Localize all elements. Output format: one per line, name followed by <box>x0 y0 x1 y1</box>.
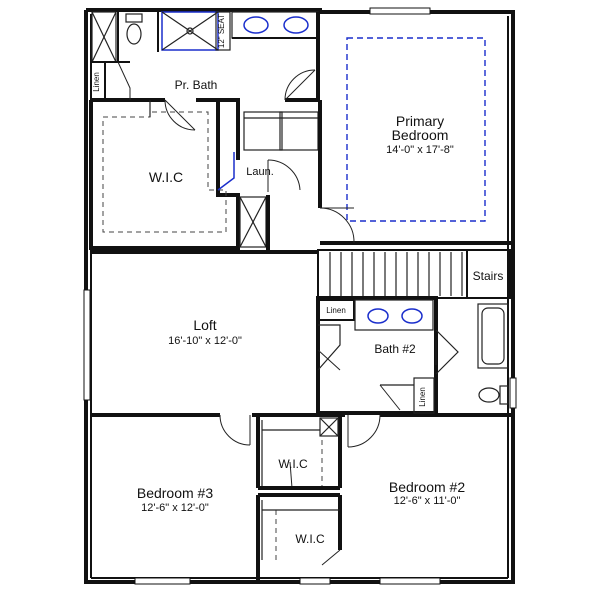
sink-icon <box>367 308 389 324</box>
toilet-icon <box>478 385 509 405</box>
primary-bedroom-label-line1: Primary <box>396 113 444 129</box>
linen-label: Linen <box>418 387 427 407</box>
loft-dims: 16'-10" x 12'-0" <box>168 335 242 347</box>
bath-2 <box>316 296 509 415</box>
linen-label: Linen <box>326 306 346 315</box>
sink-icon <box>401 308 423 324</box>
primary-bedroom-label-line2: Bedroom <box>392 127 449 143</box>
stairs <box>317 249 511 299</box>
shower-seat-label: 12" SEAT <box>217 14 226 48</box>
primary-closet <box>89 100 240 250</box>
bathtub-icon <box>477 303 509 369</box>
bedroom3-label: Bedroom #3 <box>137 485 213 501</box>
primary-bedroom <box>318 37 513 245</box>
shower-icon <box>161 11 219 51</box>
bedroom2-label: Bedroom #2 <box>389 479 465 495</box>
lower-bedrooms <box>256 415 342 580</box>
bedroom2-dims: 12'-6" x 11'-0" <box>394 495 461 507</box>
loft <box>91 250 513 448</box>
linen-label: Linen <box>92 72 101 92</box>
bedroom3-wic-label: W.I.C <box>278 457 308 471</box>
primary-bedroom-dims: 14'-0" x 17'-8" <box>386 144 454 156</box>
pr-bath-label: Pr. Bath <box>175 78 218 92</box>
laundry <box>236 100 319 250</box>
washer-icon <box>243 111 283 151</box>
sink-icon <box>243 16 269 34</box>
stairs-label: Stairs <box>473 269 504 283</box>
bedroom3-dims: 12'-6" x 12'-0" <box>141 502 209 514</box>
toilet-icon <box>125 13 143 45</box>
loft-label: Loft <box>193 317 216 333</box>
bedroom2-wic-label: W.I.C <box>295 532 325 546</box>
primary-bath: 12" SEAT <box>90 11 320 131</box>
sink-icon <box>283 16 309 34</box>
room-labels: Pr. Bath Linen Primary Bedroom 14'-0" x … <box>92 72 503 546</box>
primary-wic-label: W.I.C <box>149 169 183 185</box>
bath2-label: Bath #2 <box>374 342 416 356</box>
laundry-label: Laun. <box>246 166 274 178</box>
